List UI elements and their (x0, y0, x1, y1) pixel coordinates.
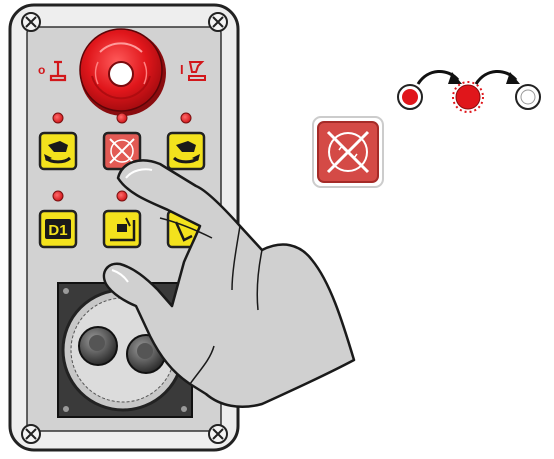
arrowhead-icon (506, 72, 520, 84)
screw-icon (21, 424, 41, 444)
rotate-ccw-icon (44, 141, 72, 164)
d1-button[interactable]: D1 (38, 209, 78, 249)
indicator-led (116, 112, 128, 124)
indicator-led (52, 112, 64, 124)
led-state-sequence (397, 70, 541, 113)
indicator-led (180, 112, 192, 124)
deposit-icon (110, 217, 136, 242)
joystick-icon (78, 326, 166, 374)
rotate-right-button[interactable] (166, 131, 206, 171)
gripper-off-icon: o (38, 60, 67, 82)
screw-icon (208, 424, 228, 444)
tilt-icon (174, 221, 193, 242)
callout-disable-motion-button (312, 116, 384, 188)
led-off (515, 84, 541, 110)
on-symbol: I (180, 62, 184, 77)
gripper-on-icon: I (180, 61, 206, 81)
led-steady-on (397, 84, 423, 110)
crossed-arrows-icon (326, 130, 370, 174)
led-blinking (452, 81, 484, 113)
off-symbol: o (38, 63, 45, 77)
rotate-cw-icon (172, 141, 200, 164)
rotate-left-button[interactable] (38, 131, 78, 171)
d1-button-label: D1 (48, 222, 67, 239)
screw-icon (21, 12, 41, 32)
indicator-led (116, 190, 128, 202)
crossed-arrows-icon (109, 138, 135, 164)
deposit-button[interactable] (102, 209, 142, 249)
arrowhead-icon (448, 72, 462, 84)
pointing-hand-icon (102, 159, 356, 408)
screw-icon (208, 12, 228, 32)
emergency-stop-button[interactable] (79, 28, 166, 116)
indicator-led (52, 190, 64, 202)
